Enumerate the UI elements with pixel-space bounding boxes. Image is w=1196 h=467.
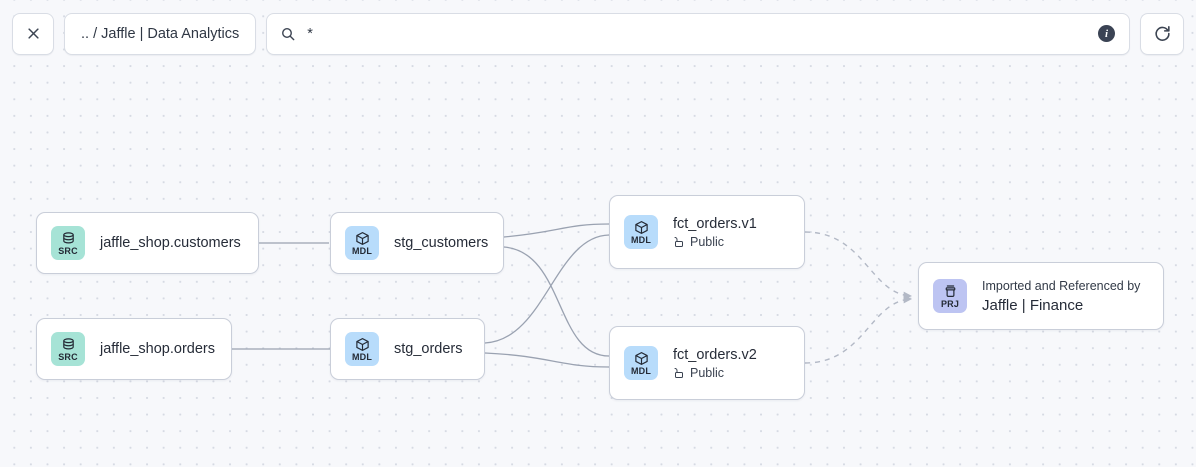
node-title: stg_customers (394, 235, 489, 251)
node-text: jaffle_shop.orders (100, 340, 215, 358)
unlock-icon (674, 368, 683, 378)
top-toolbar: .. / Jaffle | Data Analytics i (0, 0, 1196, 67)
info-circle-icon[interactable]: i (1098, 25, 1115, 42)
node-text: stg_orders (394, 340, 463, 358)
cube-icon (355, 231, 369, 245)
node-relation-label: Imported and Referenced by (982, 278, 1141, 293)
refresh-button[interactable] (1140, 12, 1184, 55)
node-stg-customers[interactable]: MDL stg_customers (330, 212, 504, 274)
node-title: fct_orders.v2 (673, 346, 757, 363)
node-text: stg_customers (394, 234, 488, 252)
node-visibility: Public (673, 235, 757, 250)
node-jaffle-shop-customers[interactable]: SRC jaffle_shop.customers (36, 212, 259, 274)
breadcrumb[interactable]: .. / Jaffle | Data Analytics (64, 12, 257, 55)
edge-stgorders-fctv2 (484, 352, 610, 368)
search-icon (282, 27, 295, 40)
edge-stgcustomers-fctv1 (503, 223, 610, 238)
node-jaffle-shop-orders[interactable]: SRC jaffle_shop.orders (36, 318, 232, 380)
badge-label: SRC (58, 245, 78, 256)
badge-label: MDL (351, 245, 373, 256)
badge-mdl: MDL (345, 226, 379, 260)
badge-label: MDL (630, 365, 652, 376)
badge-label: SRC (58, 351, 78, 362)
close-icon (27, 28, 39, 39)
refresh-icon (1154, 25, 1170, 41)
search-box[interactable]: i (266, 12, 1130, 55)
node-title: fct_orders.v1 (673, 215, 757, 232)
node-fct-orders-v2[interactable]: MDL fct_orders.v2 Public (609, 326, 805, 400)
node-title: Jaffle | Finance (982, 296, 1084, 314)
close-button[interactable] (12, 12, 54, 55)
node-visibility: Public (673, 366, 757, 381)
node-visibility-label: Public (690, 365, 725, 380)
node-title: jaffle_shop.orders (100, 341, 216, 357)
badge-src: SRC (51, 332, 85, 366)
edge-stgcustomers-fctv2 (503, 246, 610, 357)
badge-label: MDL (351, 351, 373, 362)
node-text: fct_orders.v1 Public (673, 215, 757, 250)
edge-stgorders-fctv1 (484, 234, 610, 344)
badge-prj: PRJ (933, 279, 967, 313)
node-title: stg_orders (394, 341, 463, 357)
node-fct-orders-v1[interactable]: MDL fct_orders.v1 Public (609, 195, 805, 269)
edge-fctv1-project (804, 231, 913, 300)
node-visibility-label: Public (690, 234, 725, 249)
badge-mdl: MDL (345, 332, 379, 366)
node-title: jaffle_shop.customers (100, 235, 241, 251)
cube-icon (634, 220, 648, 234)
badge-mdl: MDL (624, 346, 658, 380)
unlock-icon (674, 237, 683, 247)
badge-src: SRC (51, 226, 85, 260)
node-text: fct_orders.v2 Public (673, 346, 757, 381)
info-label: i (1104, 27, 1109, 40)
node-jaffle-finance-project[interactable]: PRJ Imported and Referenced by Jaffle | … (918, 262, 1164, 330)
cube-icon (634, 351, 648, 365)
node-text: Imported and Referenced by Jaffle | Fina… (982, 278, 1140, 315)
project-box-icon (945, 284, 955, 297)
node-text: jaffle_shop.customers (100, 234, 241, 252)
search-input[interactable] (307, 25, 1087, 42)
badge-label: MDL (630, 234, 652, 245)
database-icon (62, 337, 74, 349)
breadcrumb-label: .. / Jaffle | Data Analytics (81, 25, 240, 42)
node-stg-orders[interactable]: MDL stg_orders (330, 318, 485, 380)
edge-fctv2-project (804, 295, 913, 364)
cube-icon (355, 337, 369, 351)
badge-label: PRJ (940, 298, 960, 309)
database-icon (62, 231, 74, 243)
badge-mdl: MDL (624, 215, 658, 249)
